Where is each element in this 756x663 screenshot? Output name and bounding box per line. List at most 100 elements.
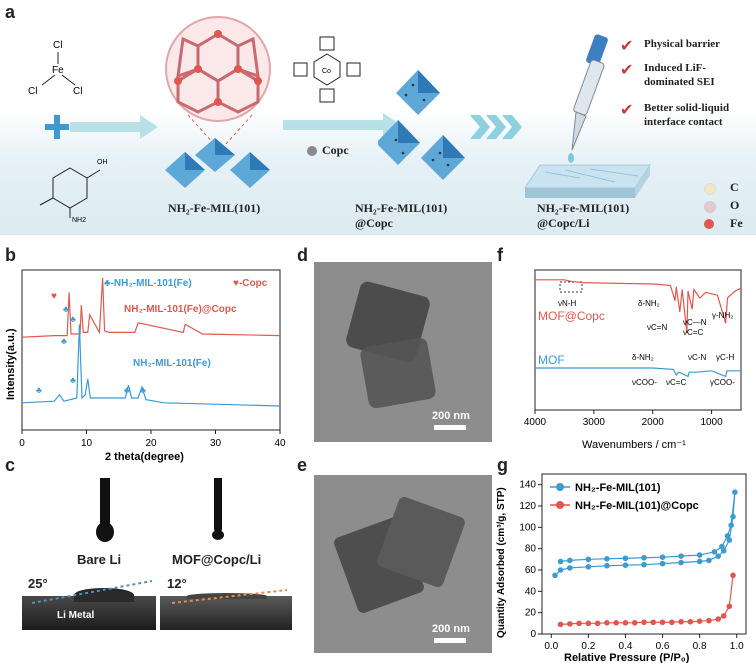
atom-fe-dot	[704, 219, 714, 229]
copc-dot-icon	[307, 146, 317, 156]
legend-item: O	[700, 198, 756, 216]
annot-gch: γC-H	[716, 353, 734, 362]
x-tick-label: 1.0	[730, 641, 744, 652]
bet-point	[631, 620, 638, 626]
bet-point	[719, 543, 725, 550]
x-tick-label: 30	[210, 438, 222, 449]
y-tick-label: 140	[519, 480, 536, 491]
ftir-nh-highlight-box	[559, 281, 583, 293]
x-tick-label: 2000	[642, 417, 665, 428]
bet-series-line	[560, 575, 734, 625]
benefit-item: ✔ Induced LiF- dominated SEI	[620, 62, 756, 102]
ftir-annotations-bottom: δ-NH₂ νC-N γC-H νCOO- νC=C γCOO-	[632, 353, 735, 387]
mil-peak-marker: ♣	[36, 385, 42, 395]
checkmark-icon: ✔	[620, 62, 634, 79]
fe-center-label: Fe	[52, 65, 64, 76]
legend-label: Fe	[730, 216, 743, 230]
needle-right	[214, 478, 222, 533]
ftir-annotations-top: νN-H δ-NH₂ νC=N νC—N νC=C γ-NH₂	[558, 299, 733, 337]
pipette-icon	[568, 34, 608, 163]
angle-right: 12°	[167, 576, 187, 591]
copc-co-label: Co	[322, 68, 331, 75]
bet-point	[726, 603, 733, 610]
annot-dnh2: δ-NH₂	[638, 299, 660, 308]
chevron-arrows-icon	[470, 115, 522, 139]
bet-point	[720, 548, 727, 554]
bet-point	[576, 620, 582, 627]
product1-label-line2: @Copc	[355, 216, 393, 230]
ftir-plot-frame	[534, 269, 742, 411]
plus-icon	[45, 115, 69, 139]
bet-xlabel: Relative Pressure (P/P₀)	[564, 652, 690, 663]
bet-point	[641, 619, 647, 626]
bet-legend: NH₂-Fe-MIL(101) NH₂-Fe-MIL(101)@Copc	[550, 482, 699, 512]
benefit-item: ✔ Better solid-liquid interface contact	[620, 102, 756, 142]
mof-octahedra	[165, 138, 270, 188]
bet-point	[696, 552, 703, 558]
arrow-1-icon	[70, 115, 158, 139]
bare-li-label: Bare Li	[77, 552, 122, 567]
legend-item: C	[700, 180, 756, 198]
bet-point	[557, 567, 564, 573]
bet-point	[696, 618, 703, 624]
substrate-right	[160, 596, 292, 630]
scale-text: 200 nm	[432, 623, 470, 635]
bet-point	[604, 562, 610, 569]
bet-point	[552, 572, 558, 579]
y-tick-label: 60	[525, 565, 537, 576]
bet-point	[669, 619, 675, 626]
xrd-ylabel: Intensity(a.u.)	[5, 328, 17, 400]
x-tick-label: 20	[145, 438, 157, 449]
bet-point	[641, 554, 647, 561]
bet-point	[604, 556, 610, 562]
bet-point	[730, 513, 736, 520]
annot-vnh: νN-H	[558, 299, 576, 308]
bet-point	[585, 556, 592, 563]
bet-point	[585, 620, 592, 627]
panel-letter-e: e	[297, 455, 308, 475]
xrd-chart: Intensity(a.u.) 2 theta(degree) ♣-NH₂-MI…	[5, 269, 286, 463]
angle-left: 25°	[28, 576, 48, 591]
annot-gnh2: γ-NH₂	[712, 311, 733, 320]
bet-point	[567, 621, 573, 627]
mil-peak-marker: ♣	[70, 314, 76, 324]
bet-point	[730, 572, 736, 579]
bet-point	[659, 619, 666, 626]
copc-molecule: Co	[293, 36, 361, 103]
bet-point	[687, 618, 694, 625]
fecl3-structure: Cl Fe Cl Cl	[28, 40, 82, 97]
droplet-bare-li	[74, 588, 134, 602]
ftir-label-bottom: MOF	[538, 353, 565, 367]
annot-vcc: νC=C	[666, 378, 686, 387]
tem-image-e: 200 nm	[314, 475, 492, 653]
bet-ylabel: Quantity Adsorbed (cm³/g, STP)	[496, 487, 507, 638]
panel-letter-c: c	[5, 455, 16, 475]
ftir-xlabel: Wavenumbers / cm⁻¹	[582, 439, 686, 451]
bet-point	[604, 620, 610, 626]
bet-point	[720, 613, 727, 619]
mil-peak-marker: ♣	[124, 385, 130, 395]
product1-octahedra	[378, 70, 465, 180]
benefits-list: ✔ Physical barrier ✔ Induced LiF- domina…	[620, 38, 756, 142]
li-metal-label: Li Metal	[57, 610, 95, 621]
bet-point	[659, 560, 666, 567]
bet-point	[678, 618, 684, 625]
annot-dnh2: δ-NH₂	[632, 353, 654, 362]
bet-point	[678, 553, 684, 559]
li-substrate	[524, 164, 651, 198]
bet-point	[557, 621, 564, 628]
tem-image-d: 200 nm	[314, 262, 492, 442]
y-tick-label: 80	[525, 544, 537, 555]
mof-label: NH₂-Fe-MIL(101)	[168, 201, 261, 215]
benefit-item: ✔ Physical barrier	[620, 38, 756, 62]
scale-bar	[434, 425, 466, 430]
mil-peak-marker: ♣	[140, 385, 146, 395]
bet-point	[724, 533, 731, 539]
product2-label-line1: NH₂-Fe-MIL(101)	[537, 201, 630, 215]
x-tick-label: 0.4	[619, 641, 633, 652]
copc-label: Copc	[322, 143, 349, 157]
legend-label: C	[730, 180, 739, 194]
droplet-right	[212, 530, 224, 540]
bet-point	[711, 549, 718, 555]
